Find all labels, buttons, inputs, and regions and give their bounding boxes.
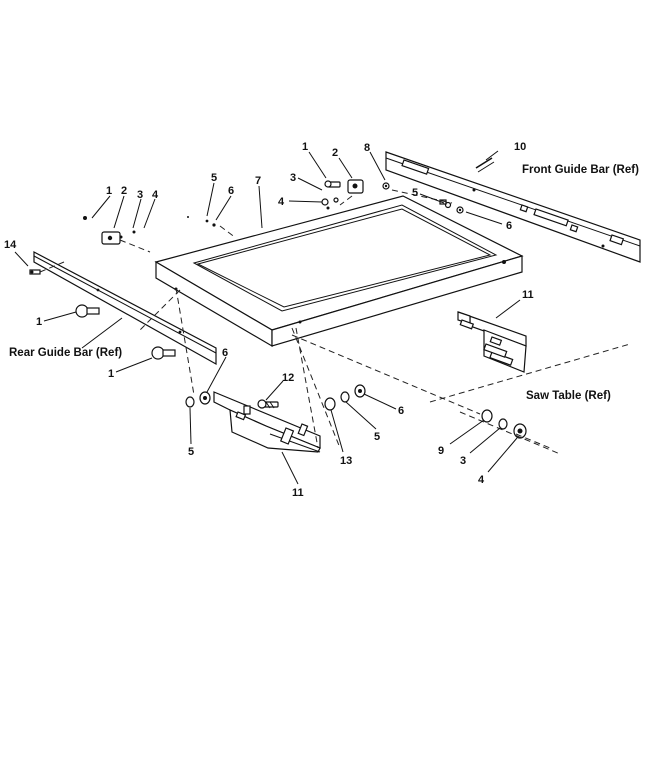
front-guide-bar-label: Front Guide Bar (Ref) bbox=[522, 164, 639, 176]
callout-2-left: 2 bbox=[121, 185, 127, 197]
callout-4-top: 4 bbox=[278, 196, 285, 208]
callout-11-lower: 11 bbox=[292, 487, 304, 499]
callout-14: 14 bbox=[4, 239, 17, 251]
callout-11-right: 11 bbox=[522, 289, 534, 301]
callout-numbers: 1 2 8 10 3 4 5 6 1 2 3 4 5 6 7 14 1 1 11… bbox=[4, 141, 534, 499]
hardware-lower bbox=[185, 384, 527, 439]
callout-1-rear-a: 1 bbox=[36, 316, 42, 328]
callout-5-right: 5 bbox=[412, 187, 418, 199]
alignment-lines bbox=[39, 189, 631, 455]
callout-10: 10 bbox=[514, 141, 526, 153]
callout-5-lower-left: 5 bbox=[188, 446, 194, 458]
rear-guide-bar bbox=[33, 251, 217, 366]
reference-labels: Front Guide Bar (Ref) Rear Guide Bar (Re… bbox=[9, 164, 639, 402]
callout-5-mid: 5 bbox=[211, 172, 217, 184]
callout-8-top: 8 bbox=[364, 142, 370, 154]
saw-table-label: Saw Table (Ref) bbox=[526, 390, 611, 402]
knob-hardware bbox=[75, 304, 176, 360]
hardware-top-right bbox=[321, 157, 495, 214]
callout-1-top: 1 bbox=[302, 141, 308, 153]
callout-2-top: 2 bbox=[332, 147, 338, 159]
rear-guide-bar-label: Rear Guide Bar (Ref) bbox=[9, 347, 122, 359]
callout-9: 9 bbox=[438, 445, 444, 457]
callout-6-mid: 6 bbox=[228, 185, 234, 197]
callout-6-right: 6 bbox=[506, 220, 512, 232]
front-guide-bar bbox=[385, 151, 641, 263]
extension-table bbox=[154, 195, 524, 348]
callout-6-lower: 6 bbox=[222, 347, 228, 359]
hardware-top-left bbox=[29, 216, 216, 275]
callout-1-rear-b: 1 bbox=[108, 368, 114, 380]
callout-13: 13 bbox=[340, 455, 352, 467]
callout-6-lower-mid: 6 bbox=[398, 405, 404, 417]
callout-5-lower-mid: 5 bbox=[374, 431, 380, 443]
bracket-lower bbox=[213, 391, 321, 453]
callout-4-lower: 4 bbox=[478, 474, 485, 486]
callout-4-left: 4 bbox=[152, 189, 159, 201]
callout-3-top: 3 bbox=[290, 172, 296, 184]
callout-3-lower: 3 bbox=[460, 455, 466, 467]
callout-3-left: 3 bbox=[137, 189, 143, 201]
callout-7: 7 bbox=[255, 175, 261, 187]
callout-1-left: 1 bbox=[106, 185, 112, 197]
bracket-upper bbox=[457, 311, 527, 373]
leader-lines bbox=[14, 150, 521, 485]
callout-12: 12 bbox=[282, 372, 294, 384]
